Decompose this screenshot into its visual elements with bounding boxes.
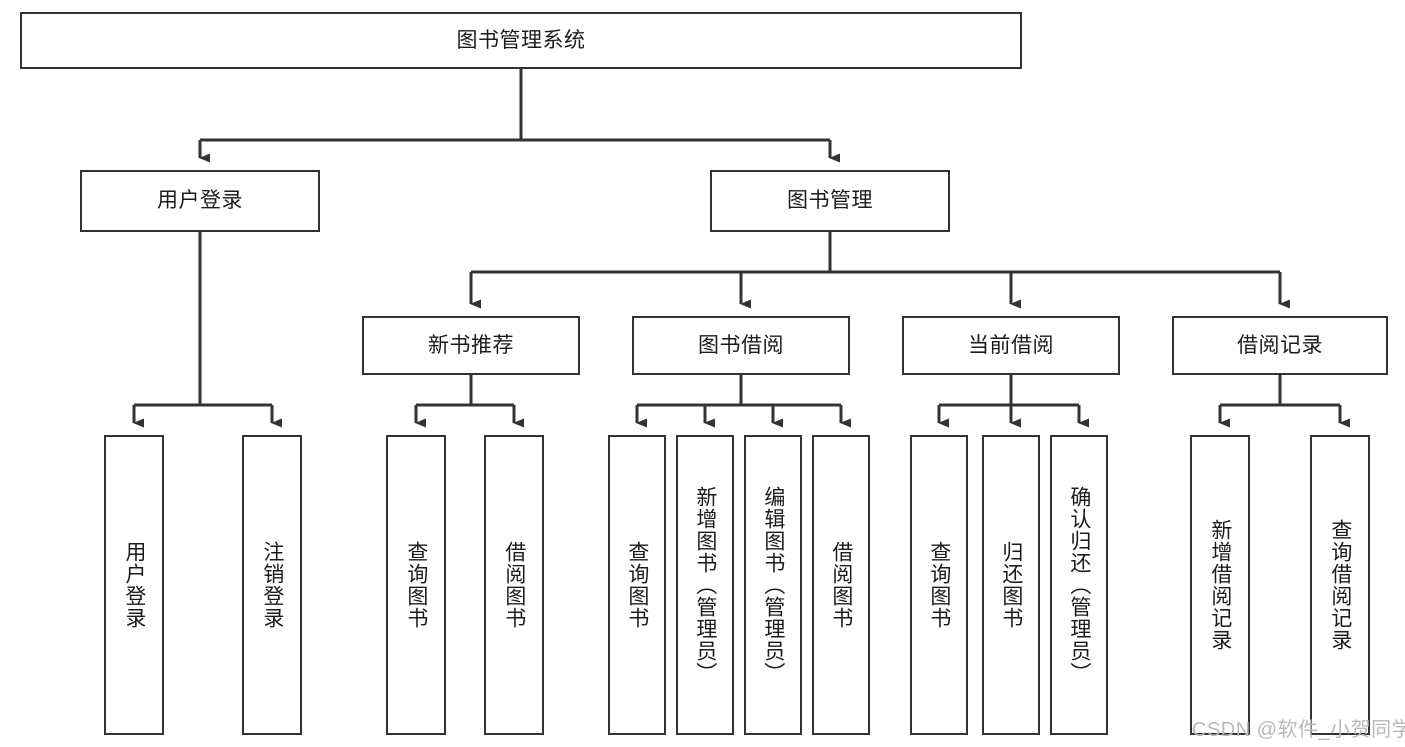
csdn-watermark: CSDN @软件_小贺同学: [1192, 719, 1405, 741]
node-book-borrow-label: 图书借阅: [698, 333, 784, 357]
node-leaf-borrow-book-2[interactable]: 借阅图书: [812, 435, 870, 735]
node-leaf-query-book-1[interactable]: 查询图书: [386, 435, 446, 735]
node-leaf-logout-login-label: 注销登录: [260, 541, 284, 629]
node-leaf-query-book-2-label: 查询图书: [625, 541, 649, 629]
node-current-borrow[interactable]: 当前借阅: [902, 316, 1120, 375]
node-root[interactable]: 图书管理系统: [20, 12, 1022, 69]
node-leaf-add-borrow-record[interactable]: 新增借阅记录: [1190, 435, 1250, 735]
node-leaf-confirm-return-admin[interactable]: 确认归还（管理员）: [1050, 435, 1108, 735]
node-leaf-query-borrow-record[interactable]: 查询借阅记录: [1310, 435, 1370, 735]
node-leaf-user-login[interactable]: 用户登录: [104, 435, 164, 735]
node-leaf-return-book[interactable]: 归还图书: [982, 435, 1040, 735]
node-leaf-edit-book-admin-label: 编辑图书（管理员）: [761, 486, 785, 684]
node-book-borrow[interactable]: 图书借阅: [632, 316, 850, 375]
node-borrow-record-label: 借阅记录: [1237, 333, 1323, 357]
node-book-manage[interactable]: 图书管理: [710, 170, 950, 232]
edge-group-user-login: [132, 232, 282, 428]
node-leaf-borrow-book-2-label: 借阅图书: [829, 541, 853, 629]
node-user-login-label: 用户登录: [157, 189, 243, 213]
node-current-borrow-label: 当前借阅: [968, 333, 1054, 357]
node-borrow-record[interactable]: 借阅记录: [1172, 316, 1388, 375]
node-root-label: 图书管理系统: [456, 28, 586, 52]
node-leaf-confirm-return-admin-label: 确认归还（管理员）: [1067, 486, 1091, 684]
node-leaf-query-book-3-label: 查询图书: [927, 541, 951, 629]
node-leaf-add-borrow-record-label: 新增借阅记录: [1208, 519, 1232, 651]
node-leaf-logout-login[interactable]: 注销登录: [242, 435, 302, 735]
node-leaf-query-book-1-label: 查询图书: [404, 541, 428, 629]
node-new-book-rec-label: 新书推荐: [428, 333, 514, 357]
node-leaf-add-book-admin-label: 新增图书（管理员）: [693, 486, 717, 684]
node-leaf-query-borrow-record-label: 查询借阅记录: [1328, 519, 1352, 651]
edge-group-root: [198, 69, 840, 163]
node-user-login[interactable]: 用户登录: [80, 170, 320, 232]
node-leaf-query-book-2[interactable]: 查询图书: [608, 435, 666, 735]
node-leaf-borrow-book-1[interactable]: 借阅图书: [484, 435, 544, 735]
node-leaf-return-book-label: 归还图书: [999, 541, 1023, 629]
node-book-manage-label: 图书管理: [787, 189, 873, 213]
edge-group-current-borrow: [937, 375, 1089, 428]
node-new-book-rec[interactable]: 新书推荐: [362, 316, 580, 375]
edge-group-new-book-rec: [414, 375, 524, 428]
node-leaf-query-book-3[interactable]: 查询图书: [910, 435, 968, 735]
edge-group-book-manage: [469, 232, 1290, 309]
node-leaf-add-book-admin[interactable]: 新增图书（管理员）: [676, 435, 734, 735]
edge-group-borrow-record: [1218, 375, 1350, 428]
node-leaf-edit-book-admin[interactable]: 编辑图书（管理员）: [744, 435, 802, 735]
node-leaf-borrow-book-1-label: 借阅图书: [502, 541, 526, 629]
edge-group-book-borrow: [635, 375, 851, 428]
node-leaf-user-login-label: 用户登录: [122, 541, 146, 629]
